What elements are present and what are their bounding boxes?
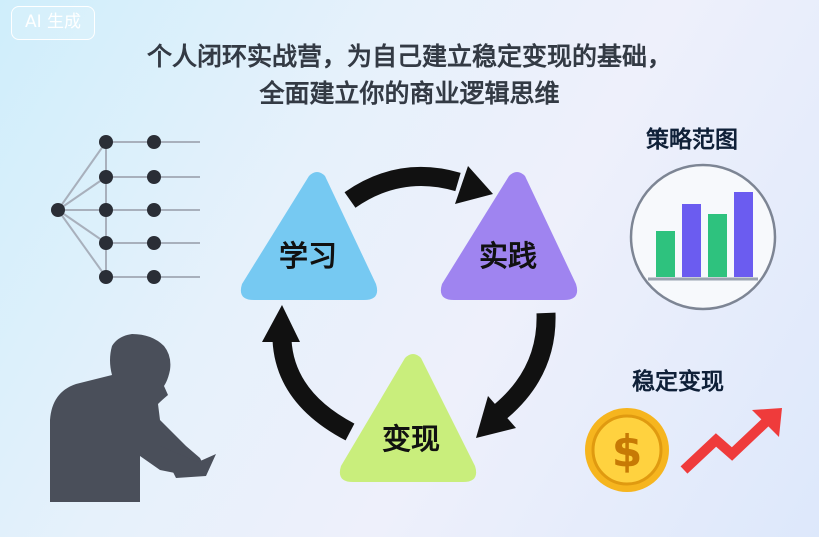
- arrow-monetize-to-learn: [262, 305, 355, 441]
- title-line-1: 个人闭环实战营，为自己建立稳定变现的基础，: [146, 42, 672, 71]
- step-monetize-label: 变现: [381, 422, 440, 456]
- page-title: 个人闭环实战营，为自己建立稳定变现的基础， 全面建立你的商业逻辑思维: [0, 38, 819, 112]
- node: [99, 236, 113, 250]
- monetize-triangle: [339, 354, 477, 482]
- arrow-learn-to-practice: [344, 166, 493, 208]
- strategy-bar: [708, 214, 727, 277]
- node: [147, 170, 161, 184]
- learn-triangle: [240, 172, 378, 300]
- strategy-bar: [682, 204, 701, 277]
- node: [147, 236, 161, 250]
- arrow-practice-to-monetize: [476, 312, 556, 438]
- node: [147, 135, 161, 149]
- step-practice-label: 实践: [478, 239, 537, 273]
- strategy-label: 策略范图: [646, 127, 738, 153]
- node: [99, 203, 113, 217]
- network-nodes: [51, 135, 161, 284]
- strategy-bars: [656, 192, 753, 277]
- ai-generated-badge: AI 生成: [11, 6, 95, 40]
- node: [99, 270, 113, 284]
- node: [99, 135, 113, 149]
- title-line-2: 全面建立你的商业逻辑思维: [259, 79, 560, 108]
- root-node: [51, 203, 65, 217]
- node: [147, 203, 161, 217]
- step-learn-label: 学习: [278, 239, 337, 273]
- coin-icon: $: [585, 408, 669, 492]
- node: [99, 170, 113, 184]
- strategy-bar: [734, 192, 753, 277]
- income-label: 稳定变现: [632, 369, 724, 395]
- practice-triangle: [440, 172, 578, 300]
- coin-symbol: $: [612, 426, 643, 477]
- trend-up-arrow-icon: [680, 408, 782, 474]
- node: [147, 270, 161, 284]
- strategy-bar: [656, 231, 675, 277]
